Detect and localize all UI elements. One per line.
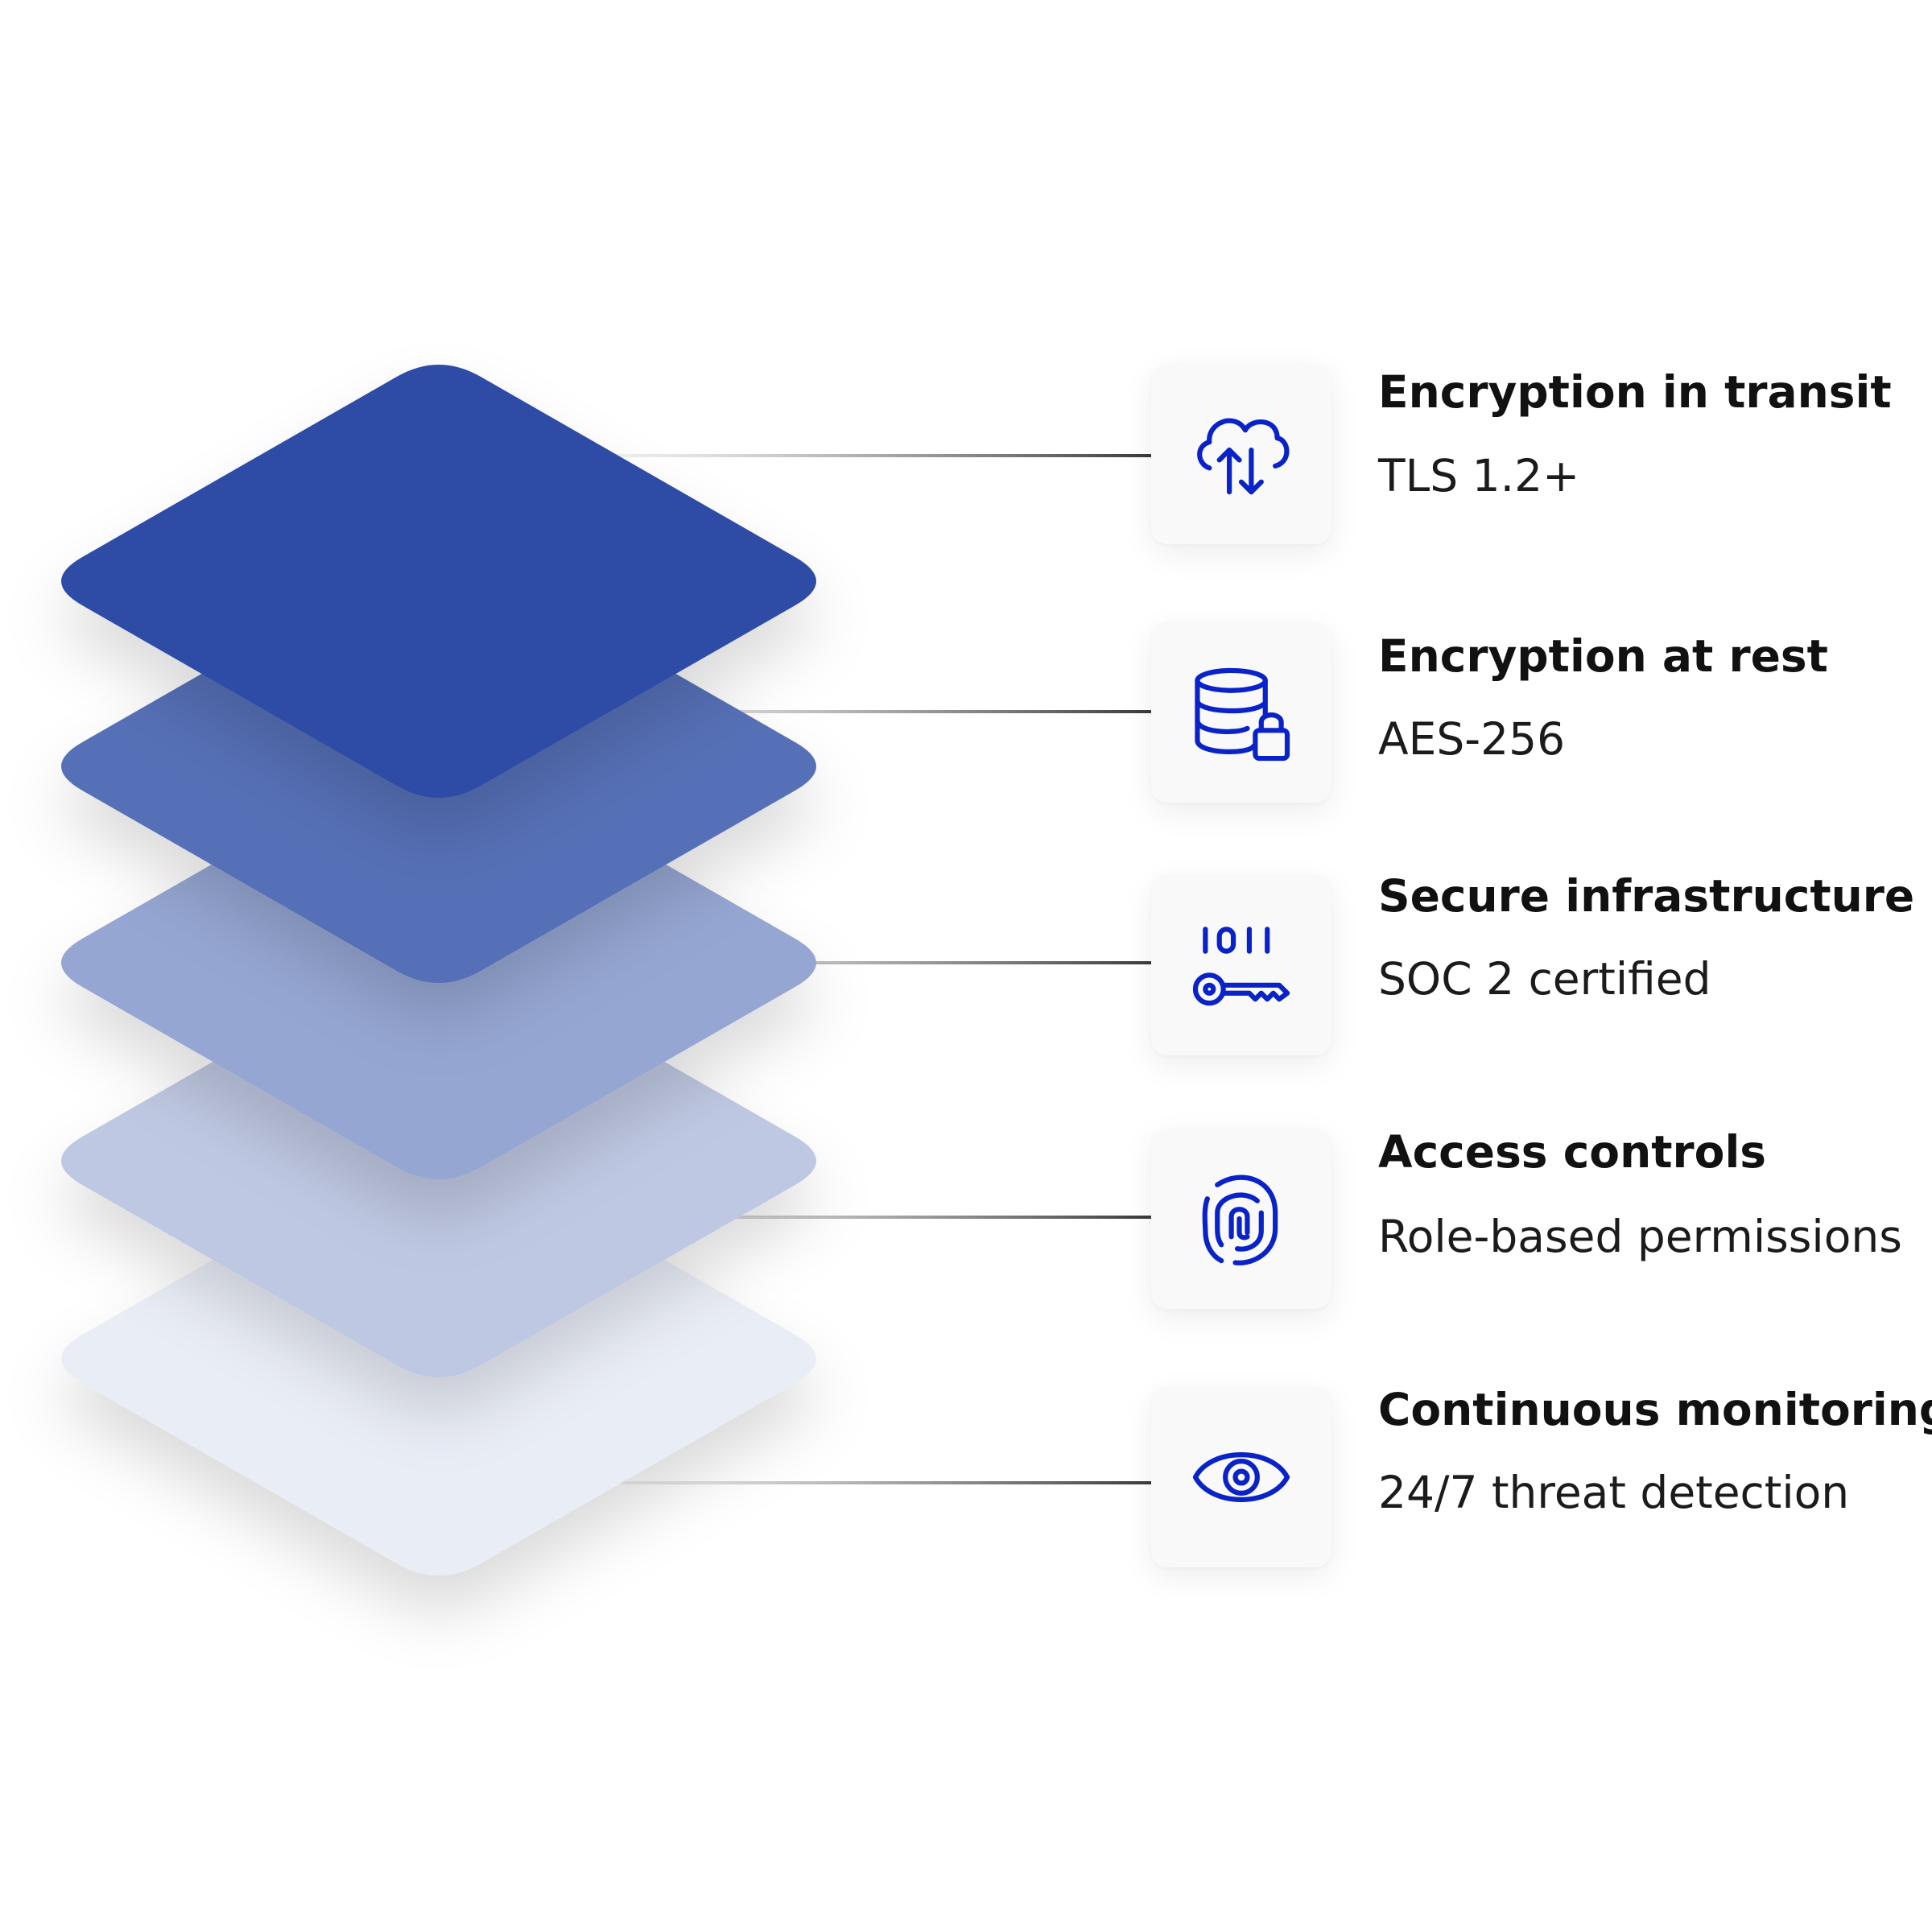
binary-key-icon: [1192, 927, 1290, 1006]
feature-description: TLS 1.2+: [1378, 450, 1580, 502]
eye-icon: [1192, 1452, 1290, 1502]
cloud-transfer-icon: [1197, 418, 1290, 495]
feature-title: Access controls: [1378, 1126, 1767, 1178]
icon-card-continuous-monitoring: [1151, 1387, 1331, 1567]
icon-card-access-controls: [1151, 1129, 1331, 1309]
feature-description: 24/7 threat detection: [1378, 1467, 1850, 1518]
fingerprint-icon: [1202, 1174, 1278, 1265]
feature-description: Role-based permissions: [1378, 1211, 1902, 1262]
feature-title: Secure infrastructure: [1378, 870, 1915, 922]
connector-line: [564, 961, 1151, 964]
icon-card-secure-infrastructure: [1151, 875, 1331, 1055]
layer-stack: [61, 364, 816, 1576]
connector-lines: [564, 454, 1151, 1484]
feature-description: AES-256: [1378, 713, 1566, 765]
connector-line: [564, 1216, 1151, 1219]
feature-description: SOC 2 certified: [1378, 953, 1711, 1005]
connector-line: [564, 454, 1151, 457]
icon-card-encryption-in-transit: [1151, 364, 1331, 544]
feature-title: Continuous monitoring: [1378, 1384, 1932, 1435]
security-layer-1: [61, 364, 816, 799]
database-lock-icon: [1195, 667, 1290, 762]
feature-title: Encryption in transit: [1378, 366, 1892, 418]
connector-line: [564, 1481, 1151, 1484]
icon-card-encryption-at-rest: [1151, 622, 1331, 803]
connector-line: [564, 710, 1151, 713]
feature-title: Encryption at rest: [1378, 630, 1828, 682]
